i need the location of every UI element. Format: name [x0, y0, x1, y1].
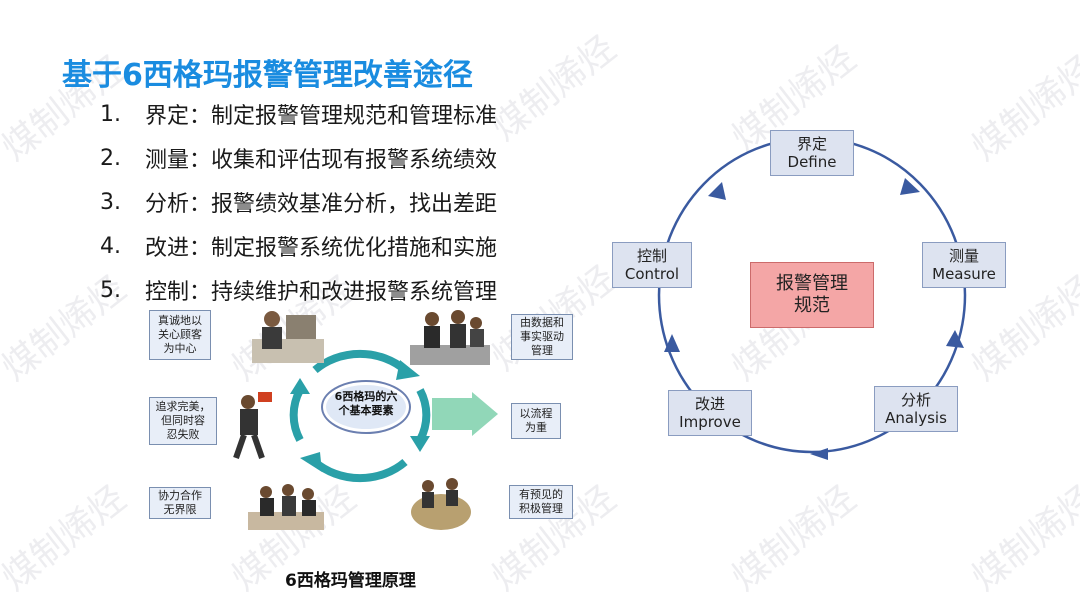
stage-label-en: Measure: [932, 265, 996, 283]
element-line: 管理: [531, 344, 553, 357]
element-line: 无界限: [163, 503, 197, 516]
element-line: 事实驱动: [520, 330, 564, 343]
element-box: 追求完美，但同时容忍失败: [149, 397, 217, 445]
cycle-arrowhead: [708, 182, 726, 200]
step-text: 测量：收集和评估现有报警系统绩效: [145, 148, 498, 173]
ring-arrowhead: [290, 378, 310, 394]
center-box-line: 报警管理: [776, 273, 848, 294]
step-text: 控制：持续维护和改进报警系统管理: [145, 280, 498, 305]
element-line: 积极管理: [519, 502, 563, 515]
list-item: 4. 改进：制定报警系统优化措施和实施: [100, 224, 497, 268]
cycle-arrowhead: [810, 448, 828, 460]
cycle-arrowhead: [900, 178, 920, 195]
process-arrow-icon: [432, 392, 498, 436]
ring-arc: [312, 349, 408, 374]
element-box: 真诚地以关心顾客为中心: [149, 310, 211, 360]
center-label-line: 个基本要素: [338, 404, 394, 417]
center-box-line: 规范: [794, 295, 830, 316]
element-box: 协力合作无界限: [149, 487, 211, 519]
element-line: 为重: [525, 421, 547, 434]
customer-service-photo: [252, 311, 324, 363]
list-item: 1. 界定：制定报警管理规范和管理标准: [100, 92, 497, 136]
element-line: 但同时容: [161, 414, 205, 427]
element-box: 有预见的积极管理: [509, 485, 573, 519]
element-line: 关心顾客: [158, 328, 202, 341]
watermark: 煤制烯烃: [964, 478, 1080, 600]
watermark: 煤制烯烃: [724, 478, 864, 600]
stage-control: 控制 Control: [612, 242, 692, 288]
stage-label-cn: 改进: [694, 395, 725, 413]
ring-arrowhead: [410, 436, 430, 452]
watermark: 煤制烯烃: [964, 48, 1080, 170]
stage-label-cn: 分析: [900, 391, 931, 409]
watermark: 煤制烯烃: [484, 28, 624, 150]
stage-label-cn: 测量: [948, 247, 979, 265]
step-text: 界定：制定报警管理规范和管理标准: [145, 104, 498, 129]
center-label-line: 6西格玛的六: [334, 390, 398, 403]
ring-arc: [312, 458, 408, 483]
stage-label-en: Analysis: [885, 409, 947, 427]
stage-label-en: Improve: [679, 413, 741, 431]
watermark: 煤制烯烃: [0, 478, 134, 600]
ring-arc: [416, 388, 431, 442]
step-number: 4.: [100, 233, 121, 259]
list-item: 5. 控制：持续维护和改进报警系统管理: [100, 268, 497, 312]
element-line: 由数据和: [520, 316, 564, 329]
step-number: 3.: [100, 189, 121, 215]
element-line: 真诚地以: [158, 314, 202, 327]
stage-measure: 测量 Measure: [922, 242, 1006, 288]
element-box: 由数据和事实驱动管理: [511, 314, 573, 360]
stage-label-en: Define: [787, 153, 837, 171]
cycle-arrowhead: [946, 330, 964, 348]
stage-label-cn: 控制: [636, 247, 667, 265]
step-number: 2.: [100, 145, 121, 171]
cloud-shape: [321, 380, 411, 434]
diagram-caption: 6西格玛管理原理: [285, 571, 416, 591]
cycle-arrowhead: [664, 334, 680, 352]
step-number: 1.: [100, 101, 121, 127]
ring-arc: [289, 388, 304, 442]
planning-photo: [411, 478, 471, 530]
stage-define: 界定 Define: [770, 130, 854, 176]
stage-label-cn: 界定: [796, 135, 827, 153]
element-box: 以流程为重: [511, 403, 561, 439]
element-line: 忍失败: [166, 428, 200, 441]
climbing-man-icon: [233, 392, 272, 459]
stage-improve: 改进 Improve: [668, 390, 752, 436]
page-title: 基于6西格玛报警管理改善途径: [62, 58, 473, 93]
center-label: 6西格玛的六 个基本要素: [318, 390, 414, 418]
ring-arrowhead: [300, 452, 322, 472]
stage-analysis: 分析 Analysis: [874, 386, 958, 432]
list-item: 2. 测量：收集和评估现有报警系统绩效: [100, 136, 497, 180]
element-line: 协力合作: [158, 489, 202, 502]
step-text: 改进：制定报警系统优化措施和实施: [145, 236, 498, 261]
step-number: 5.: [100, 277, 121, 303]
alarm-standard-box: 报警管理 规范: [750, 262, 874, 328]
step-text: 分析：报警绩效基准分析，找出差距: [145, 192, 498, 217]
element-line: 追求完美，: [155, 400, 211, 413]
element-line: 以流程: [519, 407, 553, 420]
list-item: 3. 分析：报警绩效基准分析，找出差距: [100, 180, 497, 224]
steps-list: 1. 界定：制定报警管理规范和管理标准 2. 测量：收集和评估现有报警系统绩效 3.…: [100, 92, 497, 312]
stage-label-en: Control: [624, 265, 680, 283]
sigma-ring-arrows: [289, 349, 431, 483]
team-cooperation-photo: [248, 484, 324, 530]
element-line: 为中心: [163, 342, 197, 355]
element-line: 有预见的: [519, 488, 563, 501]
ring-arrowhead: [396, 360, 420, 380]
data-meeting-photo: [410, 310, 490, 365]
